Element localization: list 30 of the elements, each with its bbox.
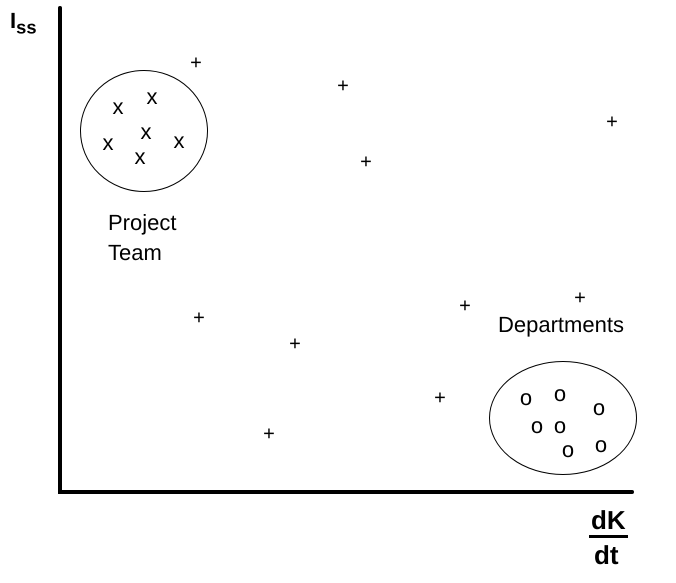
- data-point-marker: o: [562, 439, 574, 461]
- plus-marker: +: [337, 76, 349, 96]
- axis-label: I$_{ss}$: [10, 8, 37, 38]
- axis-label-denominator: dt: [594, 540, 619, 570]
- data-point-marker: o: [520, 387, 532, 409]
- data-point-marker: x: [134, 146, 146, 168]
- plus-marker: +: [434, 388, 446, 408]
- plus-marker: +: [289, 334, 301, 354]
- cluster-ellipse: [489, 361, 637, 475]
- data-point-marker: x: [174, 130, 184, 152]
- data-point-marker: x: [146, 86, 158, 108]
- plus-marker: +: [193, 308, 205, 328]
- plus-marker: +: [360, 152, 372, 172]
- data-point-marker: o: [554, 415, 566, 437]
- cluster-ellipse: [80, 70, 208, 192]
- plus-marker: +: [459, 296, 471, 316]
- data-point-marker: x: [140, 121, 152, 143]
- data-point-marker: x: [102, 132, 114, 154]
- plus-marker: +: [190, 53, 202, 73]
- data-point-marker: o: [594, 434, 608, 456]
- plus-marker: +: [263, 424, 275, 444]
- plus-marker: +: [574, 288, 586, 308]
- plus-marker: +: [606, 112, 618, 132]
- group-label: Departments: [498, 311, 625, 339]
- axis-label-numerator: dK: [589, 505, 628, 538]
- data-point-marker: o: [554, 383, 566, 405]
- data-point-marker: o: [530, 415, 544, 437]
- group-label: Project Team: [108, 209, 178, 267]
- data-point-marker: o: [592, 397, 606, 419]
- data-point-marker: x: [112, 96, 124, 118]
